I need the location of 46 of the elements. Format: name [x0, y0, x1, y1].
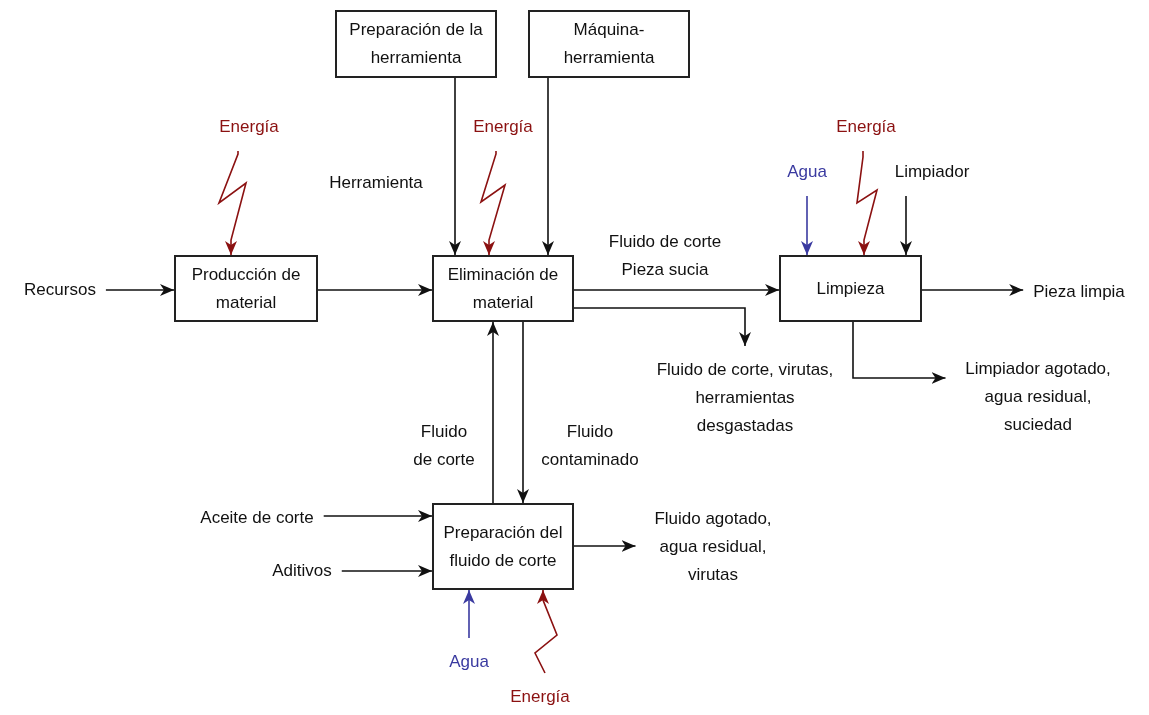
process-box	[174, 255, 318, 322]
arrow	[517, 321, 529, 504]
flow-text: Recursos	[24, 276, 96, 304]
arrow	[573, 540, 637, 552]
flow-text: Fluido agotado, agua residual, virutas	[645, 505, 781, 589]
process-label: Máquina-herramienta	[562, 19, 656, 69]
lightning-arrow	[217, 150, 248, 256]
flow-text: Agua	[449, 648, 489, 676]
process-label: Eliminación de material	[446, 263, 560, 314]
arrow	[542, 77, 554, 256]
arrow	[801, 195, 813, 256]
flow-text: Energía	[219, 113, 279, 141]
arrow	[449, 77, 461, 256]
flow-text: Pieza limpia	[1033, 278, 1125, 306]
flow-text: Limpiador	[894, 158, 970, 186]
process-box	[432, 503, 574, 590]
arrow	[322, 510, 433, 522]
flow-text: Aceite de corte	[200, 504, 314, 532]
flow-text: Limpiador agotado, agua residual, suciedad	[955, 355, 1121, 439]
arrow	[573, 284, 780, 296]
process-label: Preparación del fluido de corte	[442, 521, 564, 572]
process-label: Producción de material	[190, 263, 302, 314]
arrow	[317, 284, 433, 296]
flow-text: Energía	[510, 683, 570, 711]
lightning-arrow	[479, 150, 507, 256]
process-label: Preparación de la herramienta	[348, 19, 484, 69]
process-box	[335, 10, 497, 78]
arrow	[463, 589, 475, 639]
process-label: Limpieza	[816, 277, 885, 300]
arrow	[573, 307, 751, 347]
lightning-arrow	[534, 589, 558, 674]
flow-text: Energía	[473, 113, 533, 141]
process-box	[432, 255, 574, 322]
flow-text: Agua	[787, 158, 827, 186]
lightning-arrow	[856, 150, 879, 256]
arrow	[487, 321, 499, 504]
process-box	[528, 10, 690, 78]
arrow	[921, 284, 1024, 296]
flow-text: Fluido de corte, virutas, herramientas desgastadas	[654, 356, 836, 440]
arrow	[900, 195, 912, 256]
arrow	[852, 321, 947, 384]
flow-text: Energía	[836, 113, 896, 141]
arrow	[340, 565, 433, 577]
arrow	[105, 284, 175, 296]
process-box	[779, 255, 922, 322]
flow-text: Aditivos	[272, 557, 332, 585]
